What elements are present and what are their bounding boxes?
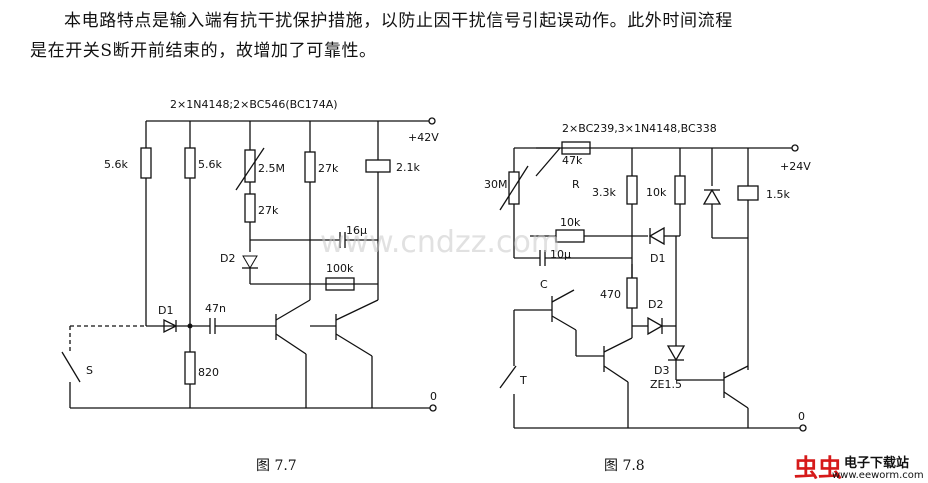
fig77-resistor-r2 <box>184 147 196 179</box>
fig77-r7-label: 100k <box>326 262 354 275</box>
fig77-r1-label: 5.6k <box>104 158 128 171</box>
fig77-r8-label: 820 <box>198 366 219 379</box>
fig77-parts-label: 2×1N4148;2×BC546(BC174A) <box>170 98 338 111</box>
fig77-c1-label: 16μ <box>346 224 367 237</box>
fig78-zener-label: ZE1.5 <box>650 378 682 391</box>
fig77-resistor-r7 <box>325 277 355 291</box>
figure-7-7: 2×1N4148;2×BC546(BC174A) +42V 5.6k 5.6k … <box>61 98 439 412</box>
fig77-resistor-r8 <box>184 351 196 385</box>
description-line-2: 是在开关S断开前结束的，故增加了可靠性。 <box>30 41 377 61</box>
fig77-r6-label: 2.1k <box>396 161 420 174</box>
description-line-1: 本电路特点是输入端有抗干扰保护措施，以防止因干扰信号引起误动作。此外时间流程 <box>64 11 733 31</box>
fig77-ground-label: 0 <box>430 390 437 403</box>
fig77-r3-label: 2.5M <box>258 162 285 175</box>
fig78-r4-label: 10k <box>646 186 667 199</box>
fig78-relay-r-label: R <box>572 178 580 191</box>
fig77-relay-coil <box>365 159 391 173</box>
fig78-c-label: C <box>540 278 548 291</box>
fig78-resistor-r3 <box>626 175 638 205</box>
fig78-caption: 图 7.8 <box>604 458 645 474</box>
fig78-relay-coil <box>737 185 759 201</box>
fig77-c2-label: 47n <box>205 302 226 315</box>
logo-site: www.eeworm.com <box>832 470 924 481</box>
fig77-resistor-r5 <box>304 151 316 183</box>
fig78-d3-label: D3 <box>654 364 669 377</box>
fig78-r6-label: 10k <box>560 216 581 229</box>
fig78-r1-label: 47k <box>562 154 583 167</box>
fig77-resistor-r4 <box>244 193 256 223</box>
fig78-r7-label: 470 <box>600 288 621 301</box>
logo-brand: 电子下载站 <box>844 456 910 471</box>
fig78-resistor-r1 <box>561 141 591 155</box>
fig77-switch-label: S <box>86 364 93 377</box>
fig78-r5-label: 1.5k <box>766 188 790 201</box>
fig77-d2-label: D2 <box>220 252 235 265</box>
fig77-resistor-r1 <box>140 147 152 179</box>
fig77-r4-label: 27k <box>258 204 279 217</box>
fig78-d2-label: D2 <box>648 298 663 311</box>
fig78-r2-label: 30M <box>484 178 508 191</box>
fig78-resistor-r7 <box>626 277 638 309</box>
watermark: www.cndzz.com <box>320 225 560 260</box>
fig78-parts-label: 2×BC239,3×1N4148,BC338 <box>562 122 717 135</box>
logo-mark: 虫虫 <box>794 454 842 482</box>
fig78-ground-label: 0 <box>798 410 805 423</box>
fig78-resistor-r4 <box>674 175 686 205</box>
fig77-r2-label: 5.6k <box>198 158 222 171</box>
description: 本电路特点是输入端有抗干扰保护措施，以防止因干扰信号引起误动作。此外时间流程 是… <box>30 6 910 66</box>
figure-7-8: 2×BC239,3×1N4148,BC338 +24V 47k R 30M 3.… <box>484 122 811 432</box>
fig78-supply-label: +24V <box>780 160 811 173</box>
fig77-potentiometer <box>244 149 256 183</box>
fig78-resistor-r6 <box>555 229 585 243</box>
site-logo: 虫虫 电子下载站 www.eeworm.com <box>792 448 928 483</box>
fig77-r5-label: 27k <box>318 162 339 175</box>
fig78-switch-label: T <box>519 374 527 387</box>
fig78-d1-label: D1 <box>650 252 665 265</box>
fig77-supply-label: +42V <box>408 131 439 144</box>
fig78-r3-label: 3.3k <box>592 186 616 199</box>
fig77-caption: 图 7.7 <box>256 458 297 474</box>
fig77-d1-label: D1 <box>158 304 173 317</box>
